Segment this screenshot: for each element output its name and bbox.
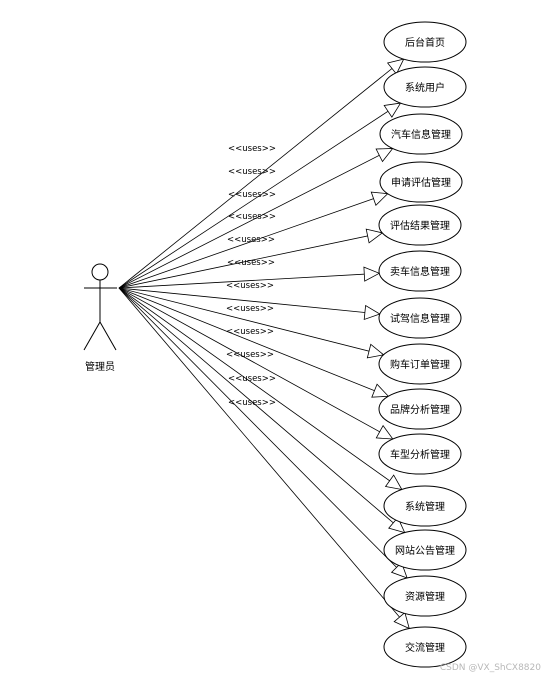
use-case: 购车订单管理	[378, 343, 462, 385]
use-case: 交流管理	[383, 626, 467, 668]
association-line	[118, 287, 403, 490]
association-line	[118, 232, 383, 289]
uses-label: <<uses>>	[227, 235, 275, 245]
use-cases: 后台首页系统用户汽车信息管理申请评估管理评估结果管理卖车信息管理试驾信息管理购车…	[378, 21, 467, 668]
arrowhead	[371, 383, 390, 398]
uses-label: <<uses>>	[227, 258, 275, 268]
arrowhead	[390, 561, 408, 579]
uses-label: <<uses>>	[226, 350, 274, 360]
use-case: 车型分析管理	[378, 433, 462, 475]
use-case-label: 申请评估管理	[391, 176, 451, 189]
use-case: 网站公告管理	[383, 529, 467, 571]
use-case-label: 系统管理	[405, 500, 445, 513]
arrowhead	[375, 148, 394, 163]
use-case-ellipse	[378, 297, 462, 339]
use-case-label: 资源管理	[405, 590, 445, 603]
use-case: 申请评估管理	[379, 161, 463, 203]
association-line	[118, 287, 384, 356]
use-case: 资源管理	[383, 575, 467, 617]
arrowhead	[393, 611, 410, 630]
uses-label: <<uses>>	[228, 144, 276, 154]
use-case-label: 试驾信息管理	[390, 312, 450, 325]
use-case-ellipse	[383, 529, 467, 571]
use-case-label: 后台首页	[405, 36, 445, 49]
watermark-text: CSDN @VX_ShCX8820	[440, 663, 541, 673]
association-line	[118, 272, 380, 289]
association-line	[118, 102, 401, 289]
actor-head	[91, 263, 109, 281]
uses-label: <<uses>>	[228, 167, 276, 177]
use-case: 汽车信息管理	[379, 113, 463, 155]
association-line	[118, 58, 404, 289]
association-lines	[118, 58, 410, 630]
use-case-label: 卖车信息管理	[390, 265, 450, 278]
actor-left-leg	[83, 321, 101, 351]
use-case-ellipse	[379, 113, 463, 155]
use-case-ellipse	[378, 388, 462, 430]
association-line	[118, 287, 408, 579]
use-case: 评估结果管理	[378, 204, 462, 246]
use-case-label: 品牌分析管理	[390, 403, 450, 416]
association-line	[118, 287, 410, 629]
use-case-label: 评估结果管理	[390, 219, 450, 232]
use-case-label: 车型分析管理	[390, 448, 450, 461]
use-case-ellipse	[383, 575, 467, 617]
use-case-ellipse	[378, 433, 462, 475]
use-case: 系统管理	[383, 485, 467, 527]
use-case-ellipse	[378, 204, 462, 246]
arrowhead	[363, 266, 381, 282]
association-line	[118, 287, 380, 315]
use-case-label: 交流管理	[405, 641, 445, 654]
actor-label: 管理员	[85, 360, 115, 373]
use-case: 系统用户	[383, 66, 467, 108]
use-case-ellipse	[378, 343, 462, 385]
use-case-label: 网站公告管理	[395, 544, 455, 557]
arrowhead	[384, 474, 403, 491]
use-case-label: 系统用户	[405, 81, 445, 94]
uses-label: <<uses>>	[228, 374, 276, 384]
arrowhead	[386, 58, 405, 75]
arrowhead	[363, 304, 381, 321]
uses-label: <<uses>>	[228, 212, 276, 222]
use-case-ellipse	[383, 626, 467, 668]
uses-label: <<uses>>	[226, 327, 274, 337]
uses-labels: <<uses>> <<uses>> <<uses>> <<uses>> <<uses>>…	[226, 144, 276, 408]
association-line	[118, 193, 388, 289]
use-case: 品牌分析管理	[378, 388, 462, 430]
use-case: 卖车信息管理	[378, 250, 462, 292]
association-line	[118, 287, 405, 533]
use-case-ellipse	[378, 250, 462, 292]
association-line	[118, 287, 389, 397]
arrowhead	[366, 343, 385, 359]
use-case: 试驾信息管理	[378, 297, 462, 339]
uses-label: <<uses>>	[226, 304, 274, 314]
uses-label: <<uses>>	[228, 190, 276, 200]
arrowhead	[383, 102, 402, 118]
use-case-ellipse	[383, 21, 467, 63]
use-case-ellipse	[383, 485, 467, 527]
association-line	[118, 287, 394, 440]
arrowhead	[388, 516, 406, 534]
use-case-ellipse	[383, 66, 467, 108]
association-line	[118, 148, 393, 289]
actor-right-leg	[99, 321, 117, 351]
arrowhead	[370, 191, 389, 206]
arrowhead	[375, 424, 394, 440]
arrowhead	[365, 228, 384, 244]
use-case-label: 汽车信息管理	[391, 128, 451, 141]
use-case: 后台首页	[383, 21, 467, 63]
uses-label: <<uses>>	[226, 281, 274, 291]
admin-actor: 管理员	[83, 263, 117, 373]
use-case-label: 购车订单管理	[390, 358, 450, 371]
use-case-ellipse	[379, 161, 463, 203]
uses-label: <<uses>>	[228, 398, 276, 408]
